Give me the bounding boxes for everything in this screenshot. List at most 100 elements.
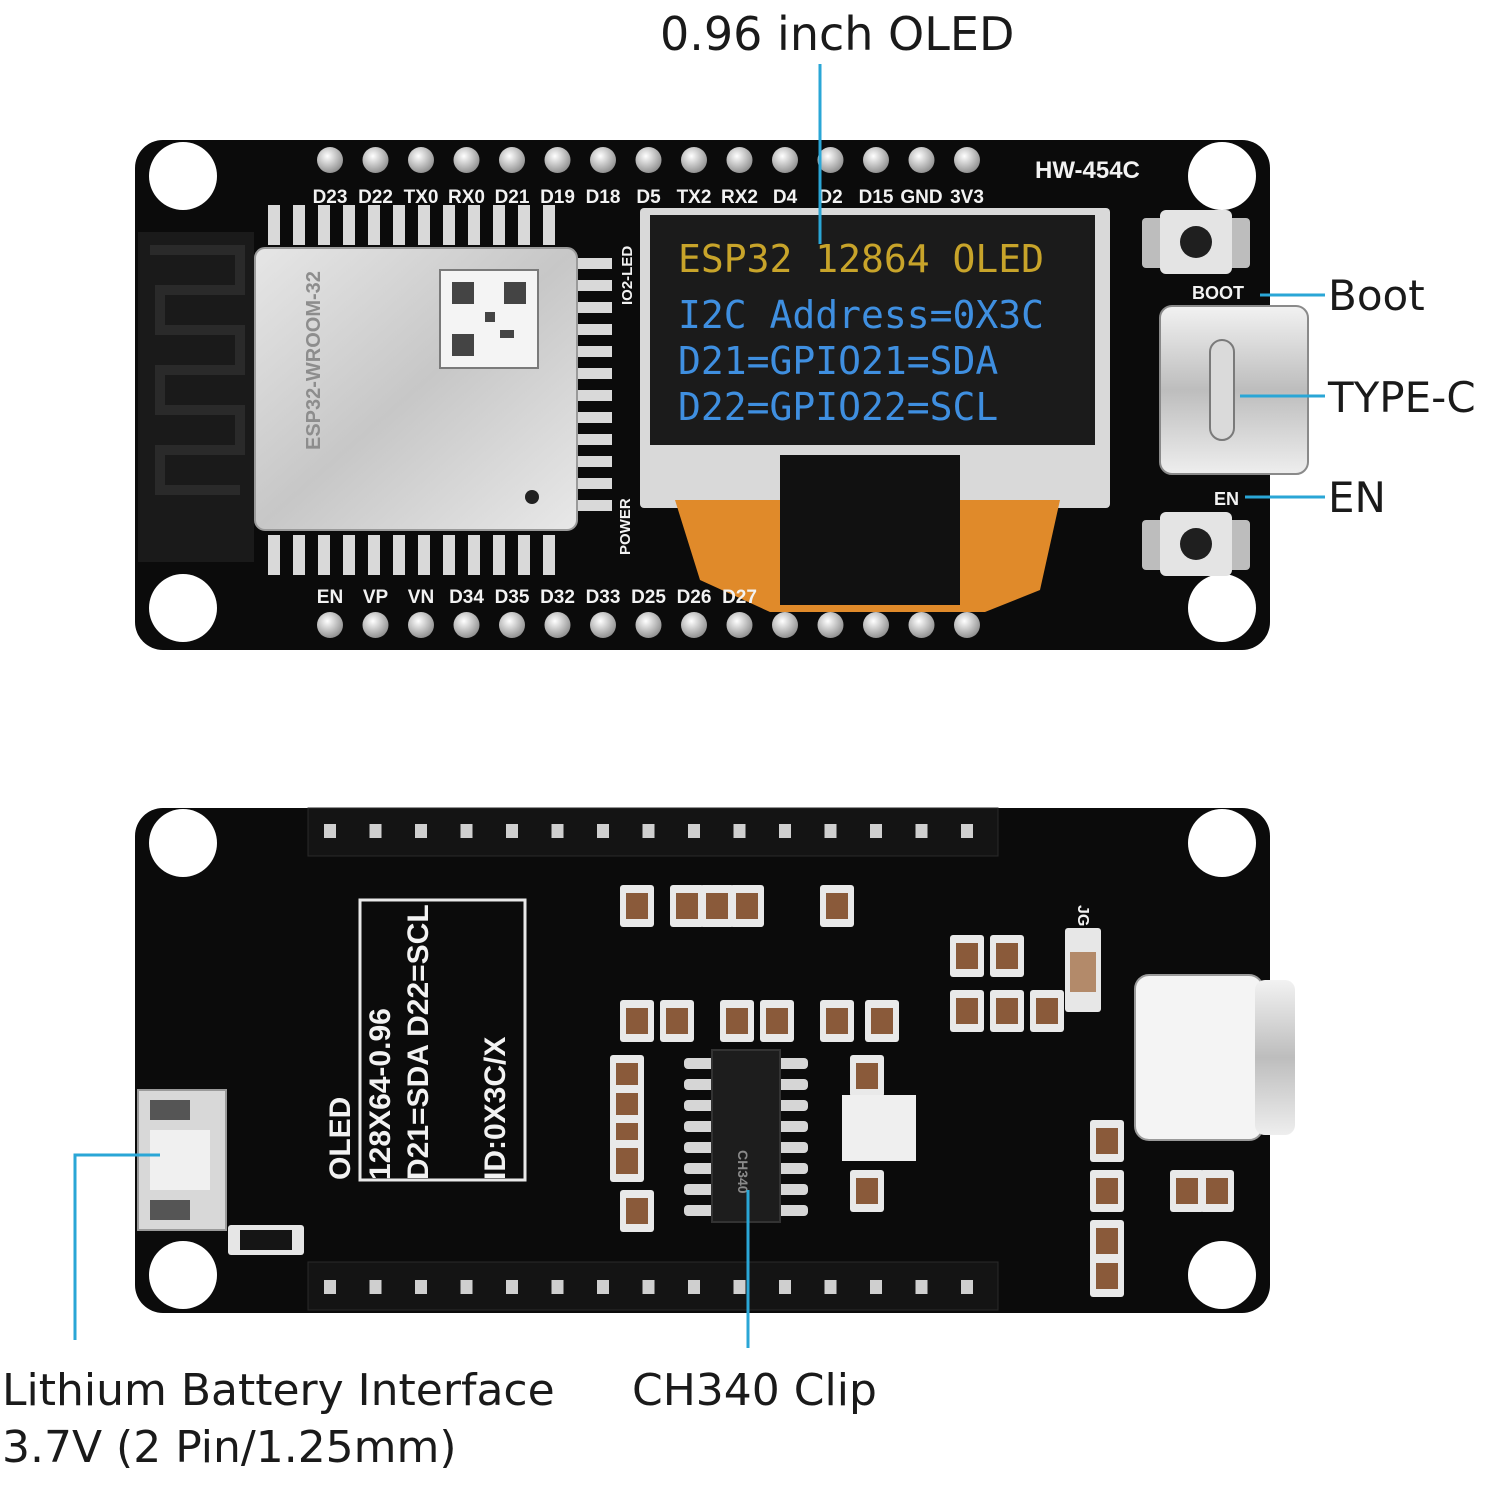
top-pin-label: D23	[313, 187, 348, 208]
smd-part-body	[1036, 998, 1058, 1024]
header-pad	[870, 1280, 882, 1294]
header-pin	[453, 147, 480, 173]
chip-leg	[776, 1205, 808, 1216]
top-pin-label: D19	[540, 187, 575, 208]
power-label: POWER	[617, 498, 634, 555]
header-pin	[817, 147, 844, 173]
header-pad	[642, 824, 655, 838]
top-pin-label: D18	[586, 187, 621, 208]
module-pad	[443, 205, 455, 245]
header-pad	[460, 824, 473, 838]
header-pad	[961, 1280, 973, 1294]
module-pad	[578, 478, 612, 489]
boot-silk-label: BOOT	[1192, 283, 1244, 303]
back-silk-oled: OLED	[324, 1097, 357, 1180]
module-pad	[493, 535, 505, 575]
header-pin	[362, 612, 389, 638]
bottom-pin-label: D33	[586, 587, 621, 608]
chip-leg	[684, 1163, 716, 1174]
header-pad	[733, 1280, 746, 1294]
oled-line-3: D21=GPIO21=SDA	[678, 339, 998, 383]
module-pad	[543, 205, 555, 245]
module-pad	[418, 535, 430, 575]
chip-leg	[684, 1142, 716, 1153]
header-pad	[597, 824, 609, 838]
header-pin	[954, 147, 980, 173]
header-pad	[460, 1280, 473, 1294]
smd-part-body	[1096, 1263, 1118, 1289]
usb-c-opening-icon	[1209, 339, 1235, 441]
oled-line-2: I2C Address=0X3C	[678, 293, 1044, 337]
bottom-pin-label: D34	[449, 587, 484, 608]
chip-leg	[776, 1058, 808, 1069]
module-pad	[293, 205, 305, 245]
top-pin-label: D15	[859, 187, 894, 208]
battery-callout-line	[73, 1153, 160, 1340]
top-pin-label: D2	[818, 187, 842, 208]
back-silk-size: 128X64-0.96	[364, 1008, 397, 1180]
module-pad	[393, 205, 405, 245]
bottom-pin-label: D35	[495, 587, 530, 608]
module-pad	[578, 434, 612, 445]
ch340-callout: CH340 Clip	[632, 1365, 877, 1416]
chip-leg	[776, 1079, 808, 1090]
header-pin	[863, 612, 889, 638]
header-pad	[915, 824, 928, 838]
smd-part-body	[996, 943, 1018, 969]
header-pin	[317, 147, 343, 173]
smd-part-body	[616, 1063, 638, 1089]
header-pad	[824, 1280, 837, 1294]
back-usb-c	[1134, 974, 1264, 1141]
jg-label: JG	[1074, 905, 1091, 926]
boot-button-cap-icon	[1180, 226, 1212, 258]
header-pin	[499, 612, 525, 638]
module-pad	[368, 535, 380, 575]
smd-part-body	[856, 1063, 878, 1089]
header-pin	[317, 612, 343, 638]
header-pad	[506, 824, 518, 838]
header-pad	[870, 824, 882, 838]
mount-hole-tl	[149, 142, 217, 210]
module-pad	[318, 535, 330, 575]
smd-part-body	[626, 893, 648, 919]
mount-hole-back-tr	[1188, 809, 1256, 877]
module-dot-icon	[525, 490, 539, 504]
top-pin-label: D21	[495, 187, 530, 208]
smd-part-body	[666, 1008, 688, 1034]
top-pin-label: RX0	[448, 187, 485, 208]
chip-leg	[776, 1142, 808, 1153]
boot-callout: Boot	[1328, 271, 1425, 320]
header-pin	[772, 612, 798, 638]
module-pad	[578, 346, 612, 357]
module-pads	[268, 205, 612, 575]
smd-part-body	[726, 1008, 748, 1034]
back-top-pads	[324, 824, 973, 838]
header-pad	[369, 1280, 382, 1294]
module-pad	[318, 205, 330, 245]
header-pad	[324, 824, 336, 838]
module-pad	[578, 324, 612, 335]
module-pad	[443, 535, 455, 575]
front-board: ESP32-WROOM-32 ESP32 12864 OLED I2C Addr…	[135, 140, 1309, 650]
header-pin	[817, 612, 844, 638]
smd-part-body	[1176, 1178, 1198, 1204]
header-pad	[779, 824, 791, 838]
chip-leg	[684, 1184, 716, 1195]
chip-leg	[776, 1163, 808, 1174]
bottom-pin-label: EN	[317, 587, 343, 608]
header-pin	[499, 147, 525, 173]
io2-led-label: IO2-LED	[619, 246, 636, 305]
header-pin	[635, 147, 662, 173]
back-bottom-pads	[324, 1280, 973, 1294]
top-pin-label: D4	[773, 187, 798, 208]
smd-part-body	[1206, 1178, 1228, 1204]
module-pad	[293, 535, 305, 575]
oled-tape	[780, 455, 960, 605]
mount-hole-br	[1188, 574, 1256, 642]
back-silk-id: ID:0X3C/X	[479, 1037, 512, 1180]
header-pad	[688, 824, 700, 838]
module-pad	[578, 456, 612, 467]
module-pad	[518, 205, 530, 245]
smd-part-body	[956, 943, 978, 969]
